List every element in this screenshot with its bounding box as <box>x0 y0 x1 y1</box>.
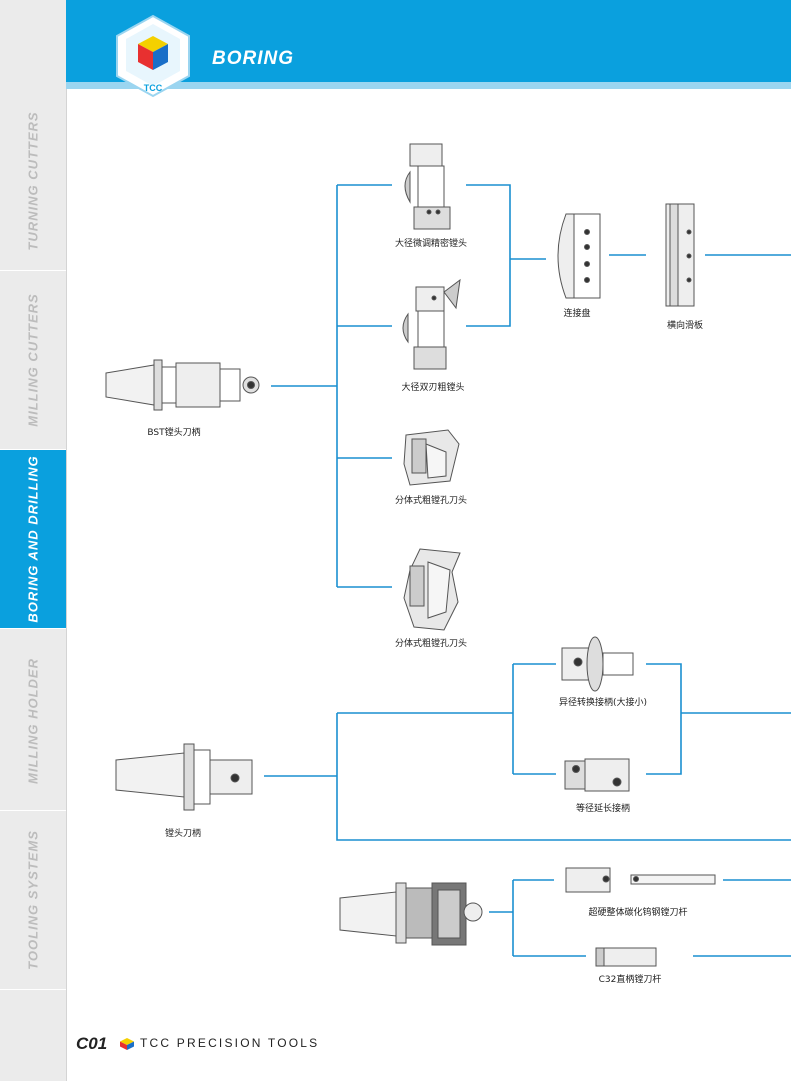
tcc-logo: TCC <box>116 14 190 98</box>
label-large-twin-rough-boring-head: 大径双刃粗镗头 <box>401 383 465 393</box>
label-connecting-plate: 连接盘 <box>563 309 591 319</box>
logo-text: TCC <box>144 83 163 93</box>
label-c32-boring-bar: C32直柄镗刀杆 <box>598 975 662 985</box>
cross-slide-image <box>665 203 695 307</box>
sidebar-tab-boring-and-drilling[interactable]: BORING AND DRILLING <box>0 450 66 629</box>
label-large-fine-boring-head: 大径微调精密镗头 <box>394 239 468 249</box>
sidebar-tab-milling-cutters[interactable]: MILLING CUTTERS <box>0 271 66 450</box>
collet-holder-image <box>339 882 483 946</box>
tab-label: TURNING CUTTERS <box>25 111 41 251</box>
twin-rough-boring-head-image <box>402 278 461 370</box>
connector-lines <box>264 184 791 957</box>
label-equal-extension: 等径延长接柄 <box>575 804 631 814</box>
brand-name: TCC PRECISION TOOLS <box>140 1036 320 1050</box>
tool-system-diagram: 大径微调精密镗头 连接盘 横向滑板 大径双刃粗镗头 BST镗头刀柄 分体式粗镗孔… <box>105 143 791 985</box>
reducing-adapter-image <box>561 636 634 692</box>
tab-label: MILLING HOLDER <box>25 658 41 784</box>
modular-rough-boring-head-2-image <box>403 548 461 631</box>
label-carbide-boring-bar: 超硬整体碳化钨钢镗刀杆 <box>588 908 688 918</box>
tab-label: TOOLING SYSTEMS <box>25 830 41 970</box>
tab-label: MILLING CUTTERS <box>25 293 41 427</box>
header-divider <box>66 82 791 89</box>
carbide-boring-bar-image <box>565 867 716 893</box>
fine-boring-head-image <box>404 143 451 230</box>
label-modular-rough-boring-head-1: 分体式粗镗孔刀头 <box>394 496 468 506</box>
bst-holder-image <box>105 359 260 411</box>
equal-extension-image <box>564 758 630 792</box>
modular-rough-boring-head-1-image <box>403 429 460 486</box>
boring-holder-image <box>115 743 253 811</box>
sidebar-tab-milling-holder[interactable]: MILLING HOLDER <box>0 632 66 811</box>
c32-boring-bar-image <box>595 947 657 967</box>
sidebar-tab-tooling-systems[interactable]: TOOLING SYSTEMS <box>0 811 66 990</box>
sidebar-tab-turning-cutters[interactable]: TURNING CUTTERS <box>0 92 66 271</box>
section-title: BORING <box>212 48 294 69</box>
tab-label: BORING AND DRILLING <box>25 455 41 623</box>
label-cross-slide: 横向滑板 <box>666 321 704 331</box>
label-bst-holder: BST镗头刀柄 <box>147 428 201 438</box>
label-modular-rough-boring-head-2: 分体式粗镗孔刀头 <box>394 639 468 649</box>
label-reducing-adapter: 异径转换接柄(大接小) <box>558 698 648 708</box>
connecting-plate-image <box>557 213 601 299</box>
sidebar: TURNING CUTTERS MILLING CUTTERS BORING A… <box>0 0 67 1081</box>
brand-logo-icon <box>120 1038 134 1050</box>
page-number: C01 <box>76 1034 108 1053</box>
label-boring-holder: 镗头刀柄 <box>164 829 202 839</box>
